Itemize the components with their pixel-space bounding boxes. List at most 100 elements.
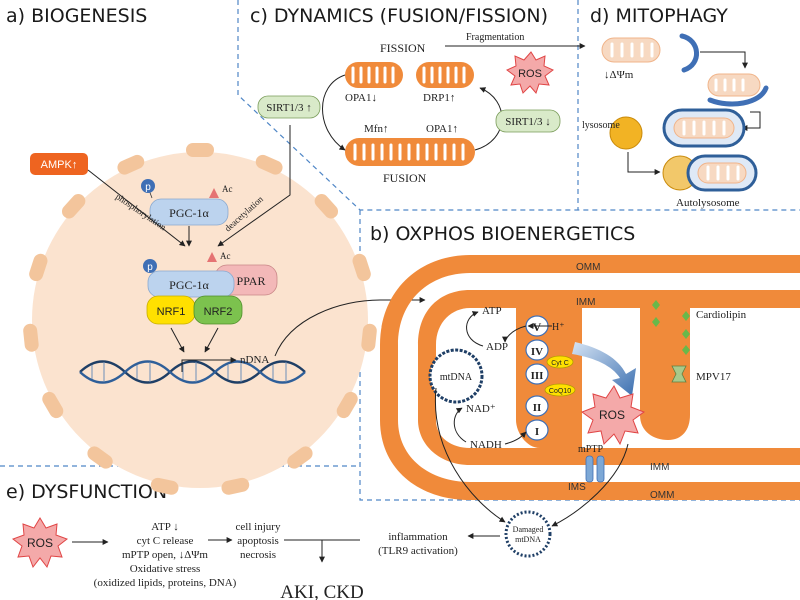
etc-complexes: V IV III II I Cyt C CoQ10 bbox=[525, 315, 576, 441]
pgc1a-top: PGC-1α p Ac bbox=[141, 179, 233, 226]
svg-text:mtDNA: mtDNA bbox=[440, 372, 473, 383]
biogenesis-arrows bbox=[87, 125, 291, 247]
nad-label: NAD⁺ bbox=[466, 403, 496, 415]
svg-text:Damaged: Damaged bbox=[513, 525, 544, 534]
svg-text:(TLR9 activation): (TLR9 activation) bbox=[378, 545, 458, 557]
svg-text:ROS: ROS bbox=[518, 68, 542, 80]
svg-text:AMPK↑: AMPK↑ bbox=[41, 159, 78, 171]
svg-text:PGC-1α: PGC-1α bbox=[169, 278, 209, 292]
svg-text:Ac: Ac bbox=[222, 184, 233, 194]
ims-label: IMS bbox=[568, 482, 586, 493]
svg-text:mPTP open, ↓ΔΨm: mPTP open, ↓ΔΨm bbox=[122, 549, 208, 561]
ros-production-arrow bbox=[572, 342, 636, 396]
omm-label: OMM bbox=[576, 262, 600, 273]
mpv17-label: MPV17 bbox=[696, 371, 731, 383]
damaged-mtdna: Damaged mtDNA bbox=[504, 510, 552, 558]
svg-text:NRF1: NRF1 bbox=[157, 306, 186, 318]
dysfunction-effects: ATP ↓ cyt C release mPTP open, ↓ΔΨm Oxid… bbox=[94, 521, 237, 589]
drp1-up: DRP1↑ bbox=[423, 92, 455, 104]
svg-text:mtDNA: mtDNA bbox=[515, 535, 541, 544]
svg-text:p: p bbox=[145, 182, 151, 193]
imm-label: IMM bbox=[576, 297, 595, 308]
svg-text:NRF2: NRF2 bbox=[204, 306, 233, 318]
mitophagy-arrows bbox=[627, 51, 761, 175]
nad-cycle bbox=[453, 407, 527, 445]
svg-text:p: p bbox=[147, 262, 153, 273]
cardiolipin-label: Cardiolipin bbox=[696, 309, 747, 321]
imm-bottom-label: IMM bbox=[650, 462, 669, 473]
fusion-mitochondrion bbox=[345, 138, 475, 166]
opa1-up: OPA1↑ bbox=[426, 123, 458, 135]
svg-text:IV: IV bbox=[531, 346, 543, 358]
svg-text:III: III bbox=[531, 370, 544, 382]
proton-label: H⁺ bbox=[552, 322, 565, 333]
svg-text:ATP ↓: ATP ↓ bbox=[151, 521, 178, 533]
svg-text:necrosis: necrosis bbox=[240, 549, 276, 561]
opa1-down: OPA1↓ bbox=[345, 92, 377, 104]
atp-cycle bbox=[466, 311, 527, 347]
ampk-box: AMPK↑ bbox=[30, 153, 88, 175]
svg-text:V: V bbox=[533, 320, 542, 334]
nrf-arrows bbox=[170, 327, 219, 353]
sirt-up-box: SIRT1/3 ↑ bbox=[257, 95, 321, 119]
autolysosome-label: Autolysosome bbox=[676, 197, 740, 209]
adp-label: ADP bbox=[486, 341, 508, 353]
atp-label: ATP bbox=[482, 305, 502, 317]
svg-text:Fragmentation: Fragmentation bbox=[466, 32, 524, 43]
section-title-mitophagy: d) MITOPHAGY bbox=[590, 5, 728, 27]
svg-text:SIRT1/3 ↓: SIRT1/3 ↓ bbox=[505, 116, 550, 128]
section-title-dysfunction: e) DYSFUNCTION bbox=[6, 481, 167, 503]
nadh-label: NADH bbox=[470, 439, 502, 451]
section-title-biogenesis: a) BIOGENESIS bbox=[6, 5, 147, 27]
nuclear-dna-helix bbox=[79, 360, 306, 384]
omm-bottom-label: OMM bbox=[650, 490, 674, 501]
mfn-up: Mfn↑ bbox=[364, 123, 388, 135]
svg-text:ROS: ROS bbox=[599, 408, 625, 422]
damage-arrows bbox=[434, 387, 629, 527]
svg-text:PGC-1α: PGC-1α bbox=[169, 206, 209, 220]
autophagosome bbox=[662, 108, 746, 148]
lysosome-label: lysosome bbox=[582, 120, 620, 131]
svg-text:PPAR: PPAR bbox=[237, 274, 266, 288]
complex-i: I bbox=[525, 419, 549, 441]
oxphos-ros: ROS bbox=[580, 385, 646, 446]
svg-text:ROS: ROS bbox=[27, 536, 53, 550]
dynamics-ros: ROS bbox=[506, 51, 554, 94]
svg-text:cyt C release: cyt C release bbox=[137, 535, 194, 547]
lysosome bbox=[609, 116, 643, 150]
dysfunction-ros: ROS bbox=[11, 517, 69, 569]
cytochrome-c: Cyt C bbox=[546, 355, 574, 369]
mitophagy-damaged-mito bbox=[601, 33, 699, 73]
complex-iv: IV bbox=[525, 339, 549, 361]
fragmentation-arrow: Fragmentation bbox=[445, 32, 586, 49]
complex-ii: II bbox=[525, 395, 549, 417]
svg-text:(oxidized lipids, proteins, DN: (oxidized lipids, proteins, DNA) bbox=[94, 577, 237, 589]
svg-text:Oxidative stress: Oxidative stress bbox=[130, 563, 201, 575]
section-title-dynamics: c) DYNAMICS (FUSION/FISSION) bbox=[250, 5, 548, 27]
svg-text:CoQ10: CoQ10 bbox=[549, 388, 571, 395]
dysfunction-injury: cell injury apoptosis necrosis bbox=[236, 521, 281, 561]
transcription-arrow bbox=[181, 297, 426, 372]
dysfunction-inflammation: inflammation (TLR9 activation) bbox=[378, 531, 458, 557]
svg-text:Ac: Ac bbox=[220, 251, 231, 261]
section-title-oxphos: b) OXPHOS BIOENERGETICS bbox=[370, 223, 635, 245]
delta-psi-label: ↓ΔΨm bbox=[604, 69, 634, 81]
mtdna-circle: mtDNA bbox=[428, 348, 484, 404]
fission-mitochondria bbox=[345, 62, 474, 88]
svg-text:I: I bbox=[535, 426, 539, 438]
svg-text:apoptosis: apoptosis bbox=[237, 535, 279, 547]
complex-iii: III bbox=[525, 363, 549, 385]
ndna-label: nDNA bbox=[240, 354, 269, 366]
svg-text:II: II bbox=[533, 402, 542, 414]
fission-label: FISSION bbox=[380, 41, 426, 55]
svg-text:SIRT1/3 ↑: SIRT1/3 ↑ bbox=[266, 102, 311, 114]
outcome-label: AKI, CKD bbox=[280, 582, 363, 600]
cell-membrane-dashes bbox=[23, 143, 377, 495]
svg-text:Cyt C: Cyt C bbox=[551, 360, 569, 367]
coq10: CoQ10 bbox=[544, 383, 576, 397]
svg-text:cell injury: cell injury bbox=[236, 521, 281, 533]
svg-text:inflammation: inflammation bbox=[388, 531, 448, 543]
sirt-down-box: SIRT1/3 ↓ bbox=[495, 109, 561, 133]
pgc1a-complex: PPAR PGC-1α p Ac NRF1 NRF2 bbox=[143, 251, 278, 325]
